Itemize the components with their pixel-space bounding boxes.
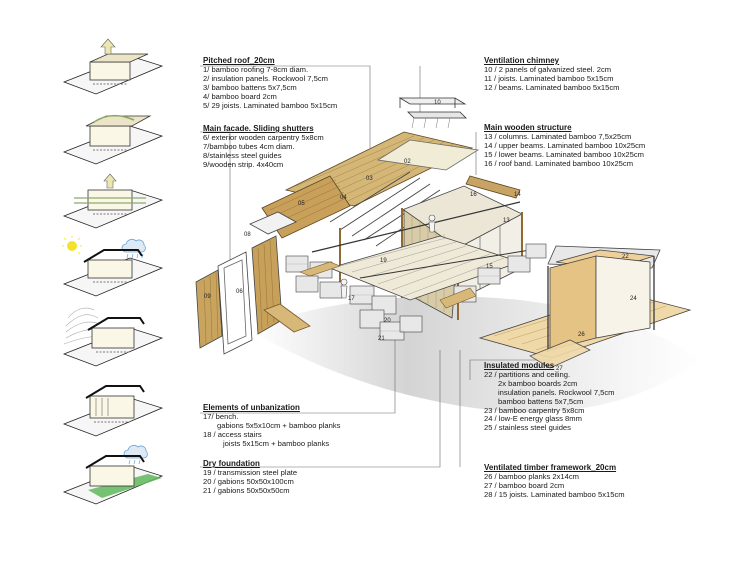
sketch-wind [58, 306, 168, 370]
ventilated-timber-framework-notes: Ventilated timber framework_20cm 26 / ba… [484, 463, 625, 500]
ventilated-timber-framework-title: Ventilated timber framework_20cm [484, 463, 617, 472]
leader-lines [200, 65, 552, 468]
tag-16: 16 [470, 192, 477, 198]
insulated-modules-line: bamboo battens 5x7,5cm [498, 396, 584, 406]
ventilated-timber-line: 26 / bamboo planks 2x14cm [484, 471, 579, 481]
tag-21: 21 [378, 336, 385, 342]
unbanization-line: gabions 5x5x10cm + bamboo planks [217, 420, 341, 430]
tag-10: 10 [434, 100, 441, 106]
main-structure [311, 185, 531, 320]
sketch-roof-airflow [58, 106, 168, 170]
dry-foundation-notes: Dry foundation 19 / transmission steel p… [203, 459, 298, 496]
ventilation-chimney-part [398, 97, 467, 129]
pitched-roof-title: Pitched roof_20cm [203, 56, 275, 65]
ventilated-timber-line: 28 / 15 joists. Laminated bamboo 5x15cm [484, 489, 625, 499]
main-facade-line: 8/stainless steel guides [203, 150, 282, 160]
tag-14: 14 [514, 192, 521, 198]
ventilation-chimney-line: 12 / beams. Laminated bamboo 5x15cm [484, 82, 620, 92]
main-facade-line: 7/bamboo tubes 4cm diam. [203, 141, 295, 151]
ventilated-timber-line: 27 / bamboo board 2cm [484, 480, 565, 490]
tag-17: 17 [348, 296, 355, 302]
main-wooden-structure-line: 14 / upper beams. Laminated bamboo 10x25… [484, 140, 646, 150]
tag-24: 24 [630, 296, 637, 302]
tag-08: 08 [244, 232, 251, 238]
facade-shutters [195, 211, 311, 355]
tag-04: 04 [340, 195, 347, 201]
tag-26: 26 [578, 332, 585, 338]
main-wooden-structure-title: Main wooden structure [484, 123, 572, 132]
dry-foundation-line: 21 / gabions 50x50x50cm [203, 485, 290, 495]
ventilation-chimney-line: 11 / joists. Laminated bamboo 5x15cm [484, 73, 614, 83]
insulated-modules-line: 23 / bamboo carpentry 5x8cm [484, 405, 585, 415]
dry-foundation-line: 19 / transmission steel plate [203, 467, 298, 477]
pitched-roof-line: 3/ bamboo battens 5x7,5cm [203, 82, 297, 92]
tag-09: 09 [204, 294, 211, 300]
insulated-modules-line: 24 / low-E energy glass 8mm [484, 414, 582, 424]
tag-02: 02 [404, 159, 411, 165]
tag-27: 27 [556, 366, 563, 372]
sketch-cross-ventilation [58, 170, 168, 234]
dry-foundation-line: 20 / gabions 50x50x100cm [203, 476, 294, 486]
main-wooden-structure-notes: Main wooden structure 13 / columns. Lami… [484, 123, 646, 169]
main-facade-line: 9/wooden strip. 4x40cm [203, 159, 284, 169]
unbanization-line: 17/ bench. [203, 411, 239, 421]
tag-15: 15 [486, 264, 493, 270]
insulated-modules-line: 2x bamboo boards 2cm [498, 378, 578, 388]
insulated-modules-line: insulation panels. Rockwool 7,5cm [498, 387, 615, 397]
ventilation-chimney-title: Ventilation chimney [484, 56, 560, 65]
insulated-module [478, 245, 692, 369]
insulated-modules-line: 25 / stainless steel guides [484, 423, 571, 433]
main-wooden-structure-line: 15 / lower beams. Laminated bamboo 10x25… [484, 149, 644, 159]
tag-05: 05 [298, 201, 305, 207]
pitched-roof-line: 4/ bamboo board 2cm [203, 91, 277, 101]
tag-22: 22 [622, 254, 629, 260]
ventilation-chimney-notes: Ventilation chimney 10 / 2 panels of gal… [484, 56, 620, 93]
elements-of-unbanization-notes: Elements of unbanization 17/ bench. gabi… [203, 403, 341, 449]
tag-13: 13 [503, 218, 510, 224]
main-facade-title: Main facade. Sliding shutters [203, 124, 314, 133]
tag-20: 20 [384, 318, 391, 324]
insulated-modules-title: Insulated modules [484, 361, 555, 370]
pitched-roof-line: 5/ 29 joists. Laminated bamboo 5x15cm [203, 100, 338, 110]
main-facade-line: 6/ exterior wooden carpentry 5x8cm [203, 132, 324, 142]
main-facade-notes: Main facade. Sliding shutters 6/ exterio… [203, 124, 324, 170]
dry-foundation-title: Dry foundation [203, 459, 260, 468]
tag-06: 06 [236, 289, 243, 295]
bench-part [299, 261, 341, 277]
sketch-ventilation-up [58, 36, 168, 100]
sketch-rain-ground [58, 444, 168, 508]
tag-19: 19 [380, 258, 387, 264]
elements-of-unbanization-title: Elements of unbanization [203, 403, 300, 412]
sketch-sun-rain [58, 236, 168, 300]
stairs-part [439, 287, 477, 309]
insulated-modules-line: 22 / partitions and ceiling. [484, 369, 571, 379]
main-wooden-structure-line: 16 / roof band. Laminated bamboo 10x25cm [484, 158, 634, 168]
ventilation-chimney-line: 10 / 2 panels of galvanized steel. 2cm [484, 64, 612, 74]
pitched-roof-line: 1/ bamboo roofing 7-8cm diam. [203, 64, 309, 74]
tag-03: 03 [366, 176, 373, 182]
sketch-shutters-open [58, 376, 168, 440]
unbanization-line: joists 5x15cm + bamboo planks [223, 438, 330, 448]
insulated-modules-notes: Insulated modules 22 / partitions and ce… [484, 361, 615, 433]
pitched-roof-notes: Pitched roof_20cm 1/ bamboo roofing 7-8c… [203, 56, 338, 110]
pitched-roof-line: 2/ insulation panels. Rockwool 7,5cm [203, 73, 328, 83]
main-wooden-structure-line: 13 / columns. Laminated bamboo 7,5x25cm [484, 131, 632, 141]
unbanization-line: 18 / access stairs [203, 429, 262, 439]
